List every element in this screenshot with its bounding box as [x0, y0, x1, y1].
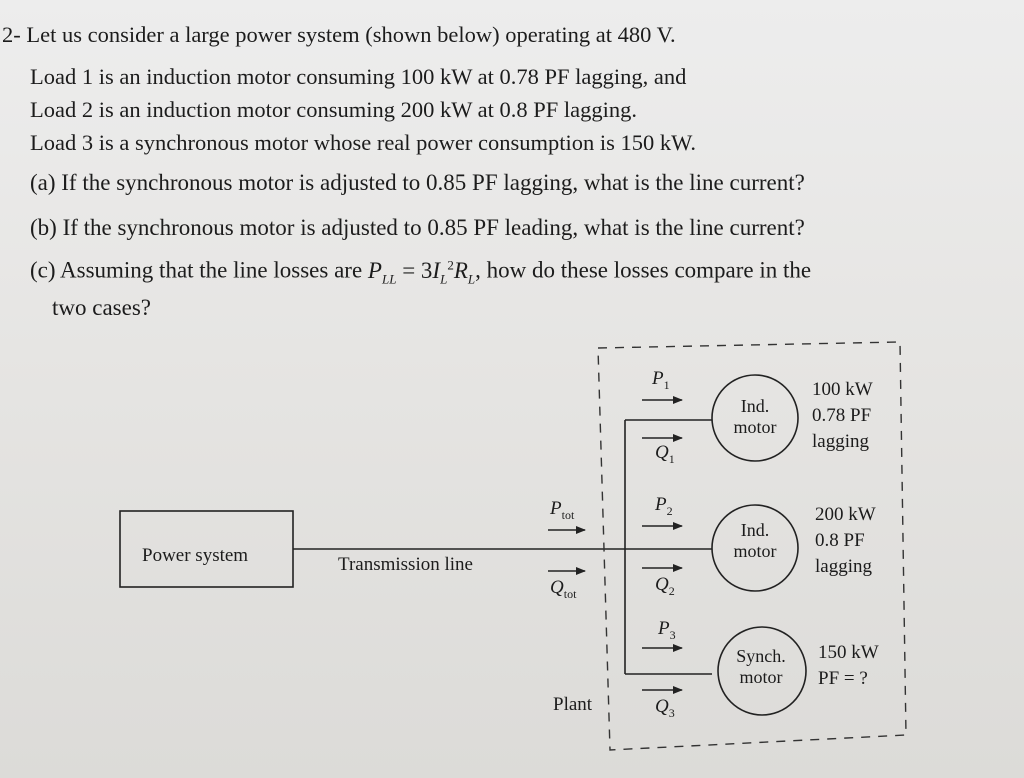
q1-label: Q1 [655, 442, 675, 467]
load3-power: 150 kW [818, 642, 879, 663]
formula-p-sub: LL [381, 271, 397, 287]
question-a: (a) If the synchronous motor is adjusted… [30, 170, 805, 195]
motor3-type: Synch. [736, 646, 786, 666]
motor2-type: Ind. [740, 520, 770, 540]
q2-symbol: Q [655, 574, 669, 595]
question-c-prefix: (c) Assuming that the line losses are [30, 257, 363, 283]
q-tot-symbol: Q [550, 577, 564, 598]
load3-rating: 150 kW PF = ? [818, 640, 879, 692]
load2-rating: 200 kW 0.8 PF lagging [815, 502, 876, 580]
q-tot-sub: tot [563, 586, 577, 601]
load2-mode: lagging [815, 556, 872, 577]
question-c: (c) Assuming that the line losses are PL… [30, 257, 811, 287]
formula-r-sub: L [467, 271, 476, 287]
motor-circle-3 [717, 626, 807, 716]
motor1-type: Ind. [740, 396, 770, 416]
p2-label: P2 [655, 494, 673, 519]
p2-symbol: P [655, 494, 667, 515]
plant-label: Plant [553, 694, 593, 715]
question-c-suffix: , how do these losses compare in the [475, 257, 812, 283]
motor-circle-1 [711, 374, 799, 462]
q2-label: Q2 [655, 574, 675, 599]
p3-sub: 3 [669, 627, 676, 642]
load1-pf: 0.78 PF [812, 405, 872, 426]
circuit-svg [119, 341, 907, 751]
formula-power: 2 [447, 257, 454, 272]
motor2-word: motor [733, 541, 777, 561]
problem-intro: Let us consider a large power system (sh… [26, 22, 676, 47]
motor1-word: motor [733, 417, 777, 437]
p1-sub: 1 [663, 377, 670, 392]
p-tot-symbol: P [550, 498, 562, 519]
formula-i-sub: L [440, 271, 448, 287]
question-c-continuation: two cases? [52, 295, 151, 320]
p3-symbol: P [658, 618, 670, 639]
motor2-label: Ind. motor [715, 520, 795, 562]
transmission-line-label: Transmission line [338, 554, 473, 575]
q-tot-label: Qtot [550, 577, 576, 602]
p-tot-sub: tot [561, 507, 575, 522]
power-system-label: Power system [142, 545, 249, 566]
formula-i: I [432, 257, 441, 283]
line-loss-formula: PLL = 3IL2RL [367, 257, 476, 287]
motor3-label: Synch. motor [718, 646, 804, 688]
q1-sub: 1 [668, 451, 675, 466]
motor-circle-2 [711, 504, 799, 592]
formula-equals: = [396, 257, 421, 283]
p-tot-label: Ptot [550, 498, 574, 523]
power-system-diagram: Power system Transmission line Plant Pto… [0, 320, 1024, 778]
formula-p: P [367, 257, 382, 283]
problem-number: 2- [2, 22, 21, 47]
load1-description: Load 1 is an induction motor consuming 1… [30, 64, 687, 89]
problem-intro-line: 2- Let us consider a large power system … [2, 22, 676, 48]
load1-mode: lagging [812, 431, 869, 452]
p1-symbol: P [652, 368, 664, 389]
motor1-label: Ind. motor [715, 396, 795, 438]
load2-description: Load 2 is an induction motor consuming 2… [30, 97, 638, 122]
q3-sub: 3 [668, 705, 675, 720]
load3-pf: PF = ? [818, 668, 868, 689]
motor3-word: motor [739, 667, 783, 687]
load1-power: 100 kW [812, 379, 873, 400]
load1-rating: 100 kW 0.78 PF lagging [812, 377, 873, 455]
formula-coef: 3 [420, 257, 433, 283]
formula-r: R [453, 257, 468, 283]
p2-sub: 2 [666, 503, 673, 518]
q1-symbol: Q [655, 442, 669, 463]
p1-label: P1 [652, 368, 670, 393]
q3-symbol: Q [655, 696, 669, 717]
load2-power: 200 kW [815, 504, 876, 525]
q3-label: Q3 [655, 696, 675, 721]
q2-sub: 2 [668, 583, 675, 598]
load2-pf: 0.8 PF [815, 530, 865, 551]
plant-boundary [597, 341, 907, 751]
question-b: (b) If the synchronous motor is adjusted… [30, 215, 805, 240]
p3-label: P3 [658, 618, 676, 643]
load3-description: Load 3 is a synchronous motor whose real… [30, 130, 696, 155]
